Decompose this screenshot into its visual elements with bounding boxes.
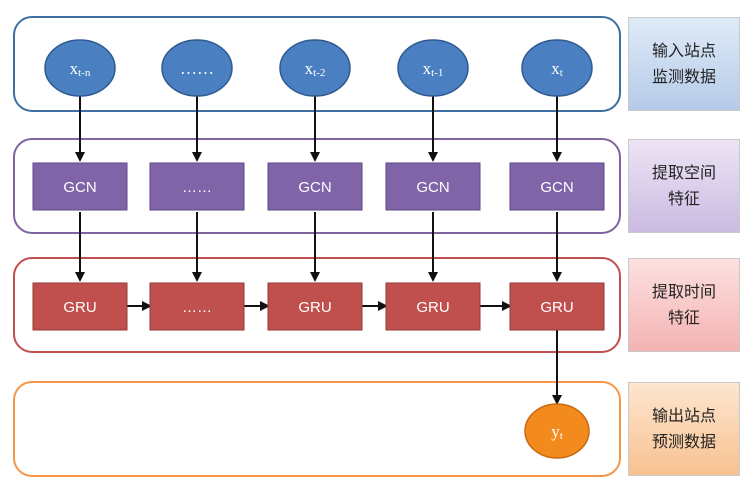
output-row-label-text: 输出站点 预测数据 [651,406,716,451]
spatial-row-label: 提取空间 特征 [628,139,740,233]
input-nodes-layer: xt-n …… xt-2 xt-1 xt [44,39,593,97]
gru-box-label: GRU [416,299,449,316]
output-row-label: 输出站点 预测数据 [628,382,740,476]
spatial-row-label-text: 提取空间 特征 [651,163,716,208]
input-node-label: xt-n [70,59,91,80]
input-node [161,39,233,97]
gcn-box-label: …… [182,179,212,196]
input-node-label: xt [551,59,563,80]
input-node [397,39,469,97]
input-node-label: …… [180,59,214,78]
gru-box [149,282,245,331]
input-node [521,39,593,97]
gru-boxes-layer: GRU …… GRU GRU GRU [32,282,605,331]
output-row-container [13,381,621,477]
gcn-box [509,162,605,211]
gru-box [32,282,128,331]
input-node [279,39,351,97]
gcn-box [385,162,481,211]
temporal-row-label: 提取时间 特征 [628,258,740,352]
temporal-row-label-text: 提取时间 特征 [651,282,716,327]
gcn-box [149,162,245,211]
gcn-box [32,162,128,211]
gru-box-label: …… [182,299,212,316]
gcn-box [267,162,363,211]
gcn-box-label: GCN [416,179,449,196]
input-node-label: xt-1 [423,59,444,80]
gcn-box-label: GCN [298,179,331,196]
gru-box [509,282,605,331]
input-row-label-text: 输入站点 监测数据 [651,41,716,86]
arrows-layer [75,95,562,405]
spatial-row-container [13,138,621,234]
gcn-boxes-layer: GCN …… GCN GCN GCN [32,162,605,211]
gru-box [267,282,363,331]
input-node [44,39,116,97]
gru-box-label: GRU [298,299,331,316]
output-node-layer: yt [524,403,590,459]
output-node-label: yt [551,422,563,443]
gru-box-label: GRU [63,299,96,316]
input-row-container [13,16,621,112]
input-row-label: 输入站点 监测数据 [628,17,740,111]
temporal-row-container [13,257,621,353]
gru-box [385,282,481,331]
input-node-label: xt-2 [305,59,326,80]
gru-box-label: GRU [540,299,573,316]
gcn-box-label: GCN [63,179,96,196]
gcn-box-label: GCN [540,179,573,196]
output-node [524,403,590,459]
